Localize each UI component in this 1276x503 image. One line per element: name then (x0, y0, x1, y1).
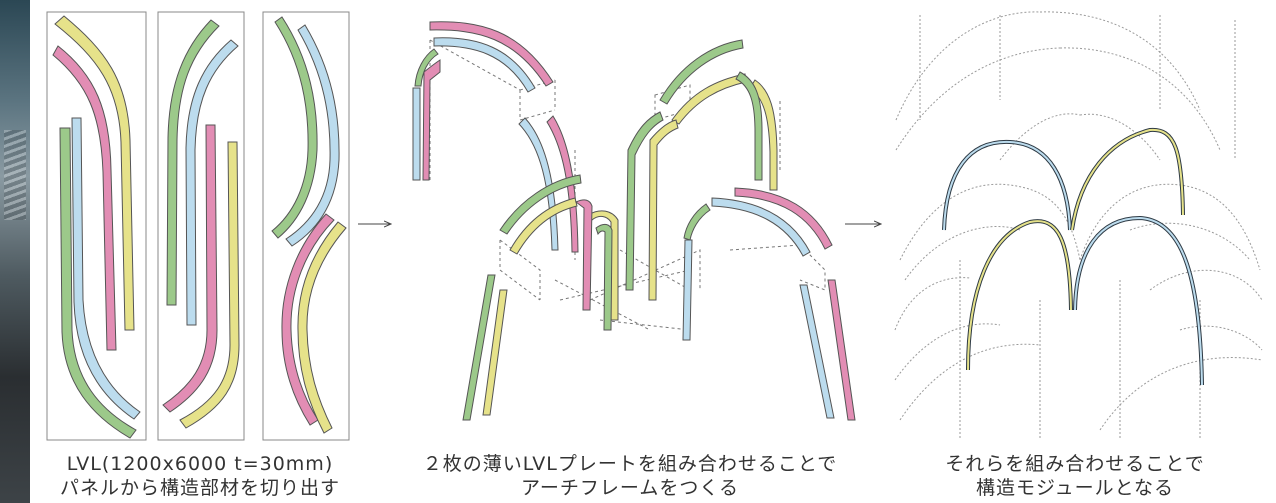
strip-yellow-1 (54, 15, 135, 331)
arch-front-left-green-leg (462, 274, 496, 421)
strip-pink-1 (52, 45, 117, 351)
background-arch-pattern (894, 11, 1263, 440)
caption-panels-line2: パネルから構造部材を切り出す (59, 477, 340, 499)
arch-back-left-pink-leg (422, 59, 441, 181)
lvl-panel-2 (157, 11, 245, 441)
arch-back-right-green (659, 39, 744, 105)
strip-green-3 (271, 16, 318, 239)
module-arch-blue-top-left (942, 139, 1072, 231)
module-arch-blue-bottom-right (1073, 215, 1204, 386)
arch-center-pink (575, 199, 593, 311)
strip-blue-2 (185, 39, 239, 326)
arch-center-left-blue (518, 117, 559, 251)
caption-panels: LVL(1200x6000 t=30mm) パネルから構造部材を切り出す (30, 452, 370, 500)
caption-assembly-line1: ２枚の薄いLVLプレートを組み合わせることで (422, 453, 838, 475)
strip-green-1 (59, 127, 137, 439)
strip-blue-1 (71, 117, 141, 420)
strip-pink-2 (162, 124, 218, 413)
arch-back-left-blue (433, 37, 536, 93)
arch-center-right-yellow (648, 119, 679, 301)
highlighted-arches (942, 127, 1204, 386)
strip-green-2 (166, 19, 220, 306)
module-arch-yellow-bottom-left (966, 219, 1073, 371)
arch-back-left-blue-leg (412, 87, 421, 181)
arch-center-green (595, 223, 613, 331)
caption-module: それらを組み合わせることで 構造モジュールとなる (880, 452, 1270, 500)
strip-blue-3 (285, 24, 340, 247)
arch-front-left-yellow (509, 197, 578, 255)
lvl-panel-3 (262, 11, 350, 441)
caption-module-line2: 構造モジュールとなる (975, 477, 1175, 499)
arch-center-right-green (625, 111, 664, 291)
caption-panels-line1: LVL(1200x6000 t=30mm) (66, 453, 334, 475)
arch-front-right-pink (734, 187, 833, 250)
arch-front-right-blue-leg (682, 239, 693, 341)
structural-module (894, 11, 1263, 440)
arch-front-left-green (499, 174, 582, 235)
arch-front-right-pink-leg (827, 279, 856, 421)
arch-front-right-blue (711, 197, 811, 257)
strip-yellow-2 (179, 141, 240, 429)
arch-back-left-pink (429, 21, 554, 87)
caption-module-line1: それらを組み合わせることで (945, 453, 1205, 475)
strip-yellow-3 (297, 221, 347, 434)
lvl-panels (46, 11, 350, 441)
lvl-panel-1 (46, 11, 147, 441)
arch-front-left-yellow-leg (482, 289, 508, 416)
arch-back-right-green-leg (735, 71, 763, 181)
strip-pink-3 (281, 213, 335, 426)
arch-front-right-blue-leg2 (799, 284, 835, 419)
caption-assembly: ２枚の薄いLVLプレートを組み合わせることで アーチフレームをつくる (380, 452, 880, 500)
caption-assembly-line2: アーチフレームをつくる (521, 477, 739, 499)
arch-back-left-green (414, 48, 439, 87)
arch-front-right-green (683, 203, 711, 241)
arch-assembly (412, 21, 856, 421)
photo-background-strip (0, 0, 30, 503)
